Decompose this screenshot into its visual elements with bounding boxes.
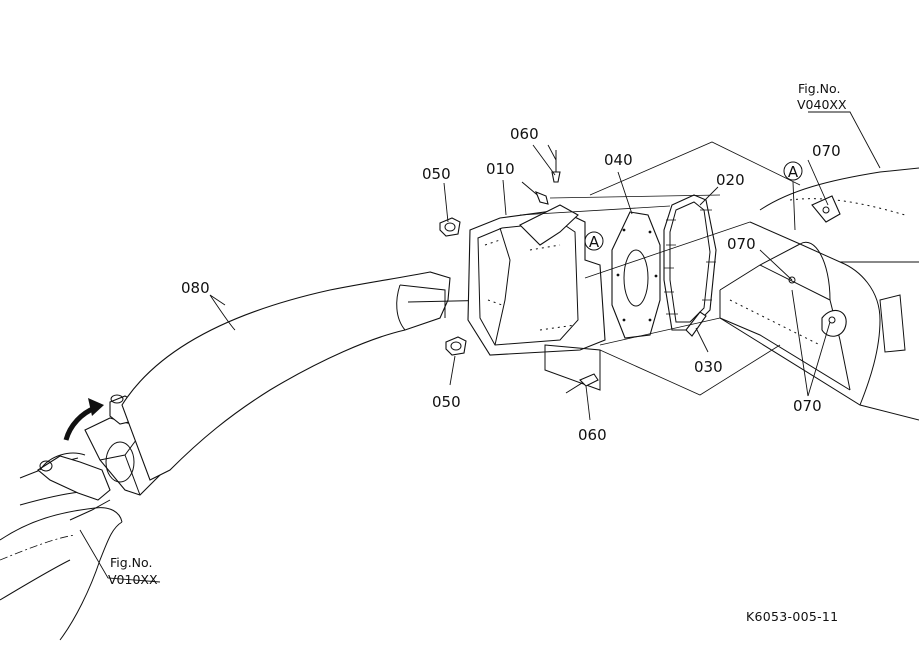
svg-text:A: A [788,163,799,181]
frame-020 [663,194,717,331]
reference-a-right: A [783,161,803,181]
pin-060-bottom [565,373,599,394]
label-010: 010 [486,160,515,178]
engine-housing-outline [719,167,919,421]
svg-text:Fig.No.: Fig.No. [110,555,152,570]
rotation-arrow-icon [63,398,104,441]
pin-060-top [521,150,561,205]
label-020: 020 [716,171,745,189]
label-050-top: 050 [422,165,451,183]
svg-text:V010XX: V010XX [108,572,158,587]
gasket-040 [611,211,661,339]
svg-text:A: A [589,233,600,251]
bolt-050-bottom [445,336,467,356]
spacer-030 [685,311,707,337]
label-050-bottom: 050 [432,393,461,411]
chute-bracket-010 [467,204,606,391]
bolt-050-top [439,217,461,237]
label-070-mid: 070 [727,235,756,253]
label-040: 040 [604,151,633,169]
label-070-top: 070 [812,142,841,160]
discharge-chute-080 [121,271,501,481]
svg-text:V040XX: V040XX [797,97,847,112]
label-080: 080 [181,279,210,297]
drawing-code: K6053-005-11 [746,609,838,624]
svg-text:Fig.No.: Fig.No. [798,81,840,96]
reference-a-left: A [584,231,604,251]
label-070-bottom: 070 [793,397,822,415]
mower-deck-outline [0,452,123,641]
label-060-top: 060 [510,125,539,143]
label-030: 030 [694,358,723,376]
assembly-guide-lines [519,141,801,396]
leader-lines [79,111,881,583]
label-060-bottom: 060 [578,426,607,444]
fig-ref-upper: Fig.No. V040XX [797,81,847,112]
fig-ref-lower: Fig.No. V010XX [108,555,158,587]
